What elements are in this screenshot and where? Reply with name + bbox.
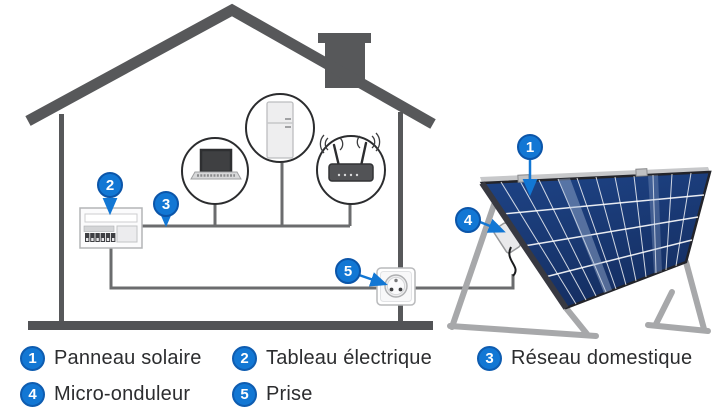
badge-solar-panel: 1 — [517, 134, 543, 160]
outlet-hole-left — [389, 287, 394, 292]
panel-top-rail — [480, 167, 710, 183]
fridge-icon — [266, 101, 294, 159]
pointer-lines — [102, 159, 538, 287]
house-roof — [25, 3, 436, 129]
legend-badge-2: 2 — [232, 346, 257, 371]
pointer-line-4 — [479, 218, 506, 233]
wifi-waves-icon — [319, 132, 381, 154]
legend-item-panneau-solaire: 1 Panneau solaire — [20, 346, 202, 371]
solar-panel-icon — [479, 167, 712, 310]
legend-label-4: Micro-onduleur — [54, 383, 191, 405]
badge-domestic-network: 3 — [153, 191, 179, 217]
badge-micro-inverter: 4 — [455, 207, 481, 233]
electrical-panel-icon — [79, 207, 143, 249]
house-icon — [25, 3, 436, 330]
outlet-earth-pin — [394, 278, 398, 283]
legend-badge-5: 5 — [232, 382, 257, 407]
legend-item-tableau-electrique: 2 Tableau électrique — [232, 346, 432, 371]
legend-badge-3: 3 — [477, 346, 502, 371]
wire-domestic-network — [142, 163, 352, 228]
house-floor — [28, 321, 433, 330]
legend-item-prise: 5 Prise — [232, 382, 313, 407]
outlet-hole-right — [398, 287, 403, 292]
badge-electrical-panel: 2 — [97, 172, 123, 198]
laptop-icon — [190, 148, 242, 180]
breaker-switches — [86, 238, 115, 241]
wire-outlet-to-inverter — [414, 274, 515, 290]
wifi-router-icon — [319, 132, 381, 182]
badge-outlet: 5 — [335, 258, 361, 284]
pointer-line-5 — [358, 272, 388, 287]
legend-badge-4: 4 — [20, 382, 45, 407]
panel-reflection-2 — [648, 174, 662, 274]
panel-cell-rows — [502, 194, 705, 278]
legend-label-2: Tableau électrique — [266, 347, 432, 369]
house-right-wall — [398, 112, 403, 322]
wiring — [109, 163, 515, 290]
breakers — [85, 233, 116, 242]
legend-label-3: Réseau domestique — [511, 347, 693, 369]
legend-label-5: Prise — [266, 383, 313, 405]
chimney-cap — [318, 33, 371, 43]
panel-clamp-right — [635, 168, 648, 177]
house-left-wall — [59, 114, 64, 322]
legend-item-micro-onduleur: 4 Micro-onduleur — [20, 382, 190, 407]
panel-left-frame — [479, 181, 569, 310]
legend-item-reseau-domestique: 3 Réseau domestique — [477, 346, 692, 371]
inverter-cable — [508, 246, 517, 277]
power-outlet-icon — [376, 267, 416, 306]
wire-panel-to-outlet — [109, 247, 377, 290]
panel-stand — [447, 193, 711, 339]
panel-clamp-left — [517, 174, 530, 183]
panel-reflection — [558, 178, 612, 293]
legend-label-1: Panneau solaire — [54, 347, 202, 369]
legend-badge-1: 1 — [20, 346, 45, 371]
